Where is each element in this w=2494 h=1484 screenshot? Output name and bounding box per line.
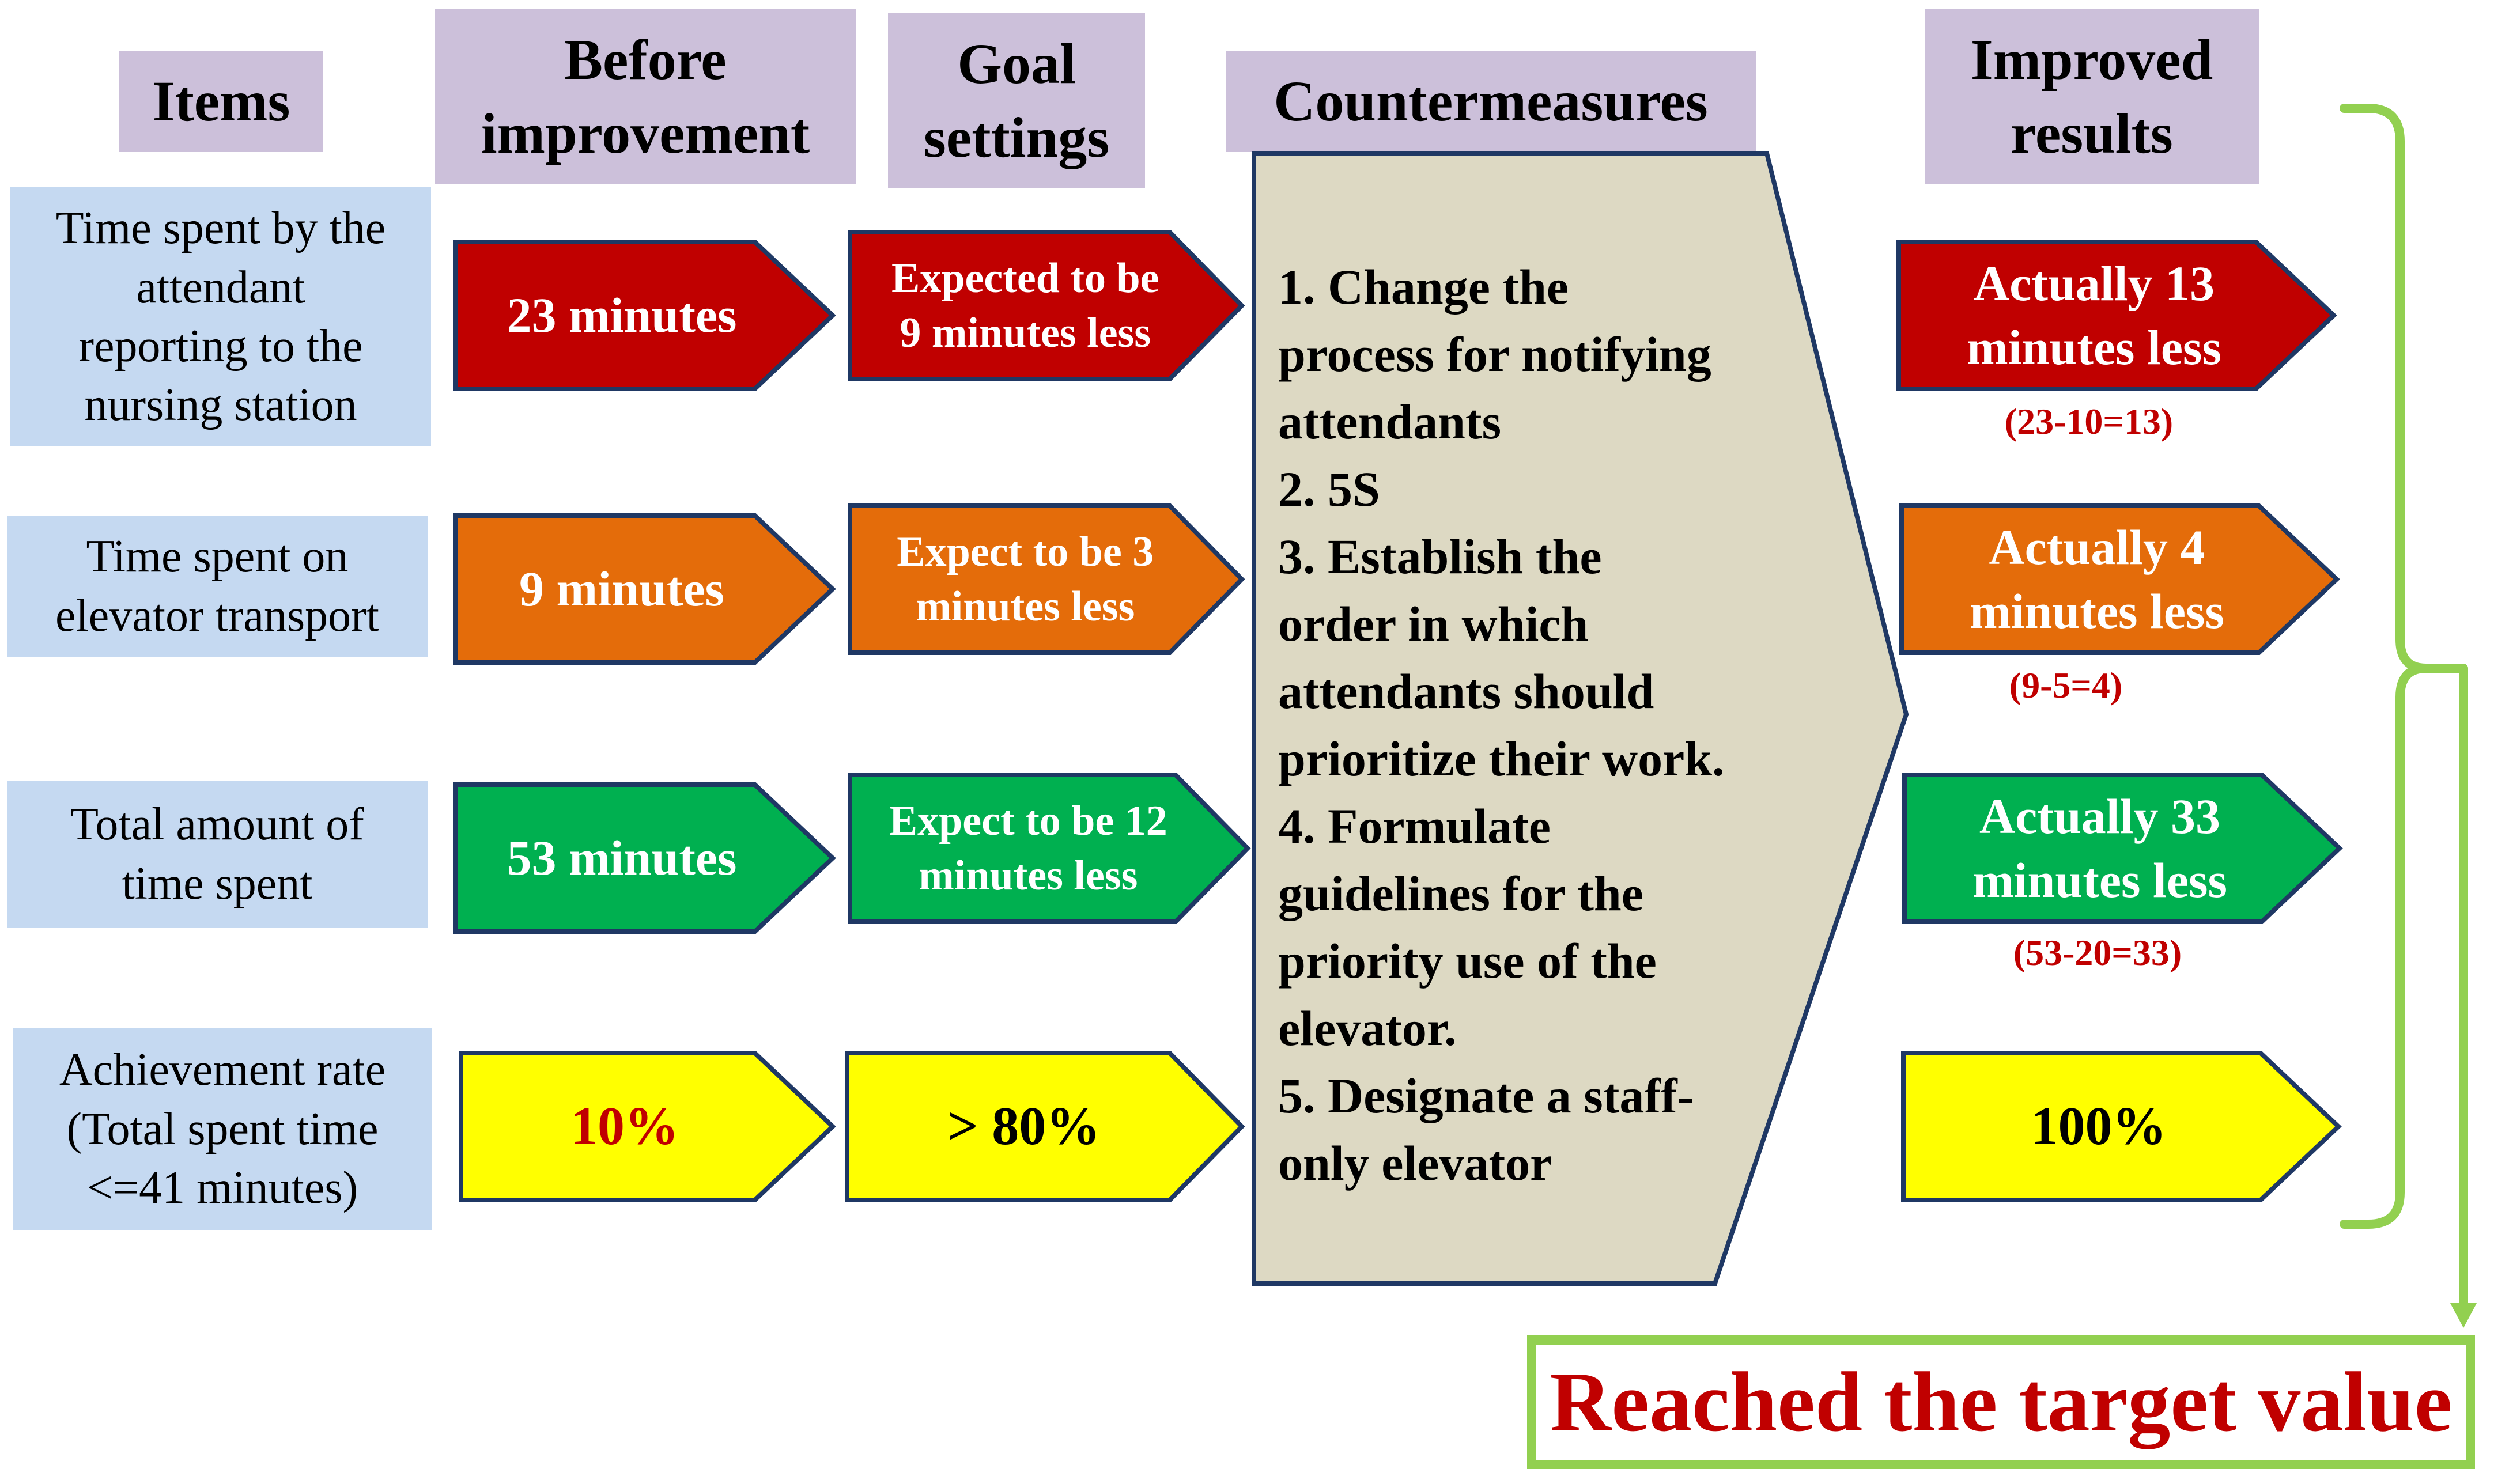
result-arrow-row-3: Actually 33 minutes less [1902, 772, 2343, 925]
arrow-polygon [848, 230, 1245, 381]
arrow-polygon [453, 240, 836, 391]
goal-value-row-4: > 80% [947, 1096, 1101, 1157]
arrow-shape [453, 513, 836, 665]
arrow-polygon [459, 1051, 836, 1202]
header-before-improvement: Before improvement [435, 9, 856, 184]
item-row-2: Time spent on elevator transport [7, 516, 428, 657]
header-countermeasures: Countermeasures [1226, 51, 1756, 152]
before-arrow-row-2: 9 minutes [452, 513, 836, 665]
before-value-row-4: 10% [570, 1096, 679, 1157]
result-value-row-4: 100% [2031, 1096, 2167, 1157]
arrow-shape [848, 773, 1251, 924]
arrow-polygon [453, 782, 836, 934]
result-value-row-2: Actually 4 minutes less [1970, 520, 2224, 639]
item-row-1: Time spent by the attendant reporting to… [10, 187, 431, 446]
arrow-shape [453, 782, 836, 934]
before-value-row-2: 9 minutes [519, 561, 724, 617]
result-value-row-1: Actually 13 minutes less [1967, 256, 2221, 375]
arrow-polygon [1896, 240, 2337, 391]
before-arrow-row-3: 53 minutes [452, 782, 836, 934]
arrow-shape [1902, 773, 2343, 924]
arrow-polygon [1899, 504, 2340, 655]
arrow-shape [848, 230, 1245, 381]
arrow-polygon [845, 1051, 1245, 1202]
arrow-polygon [453, 513, 836, 665]
goal-value-row-3: Expect to be 12 minutes less [889, 797, 1167, 899]
goal-arrow-row-1: Expected to be 9 minutes less [847, 229, 1245, 382]
item-row-3: Total amount of time spent [7, 781, 428, 928]
header-goal-settings: Goal settings [888, 13, 1145, 188]
conclusion-box: Reached the target value [1527, 1335, 2475, 1469]
goal-value-row-2: Expect to be 3 minutes less [897, 528, 1154, 630]
item-row-4: Achievement rate (Total spent time <=41 … [13, 1028, 432, 1230]
countermeasures-list: 1. Change the process for notifying atte… [1278, 259, 1725, 1191]
arrow-shape [1899, 504, 2340, 655]
goal-arrow-row-4: > 80% [844, 1050, 1245, 1203]
arrow-polygon [1902, 773, 2343, 924]
arrow-polygon [848, 773, 1251, 924]
arrow-shape [1901, 1051, 2342, 1202]
before-value-row-3: 53 minutes [507, 830, 737, 886]
result-arrow-row-1: Actually 13 minutes less [1896, 239, 2337, 392]
result-value-row-3: Actually 33 minutes less [1972, 789, 2227, 908]
before-arrow-row-4: 10% [458, 1050, 836, 1203]
result-arrow-row-4: 100% [1900, 1050, 2342, 1203]
formula-row-2: (9-5=4) [2009, 665, 2123, 706]
goal-arrow-row-3: Expect to be 12 minutes less [847, 772, 1251, 925]
before-value-row-1: 23 minutes [507, 287, 737, 343]
before-arrow-row-1: 23 minutes [452, 239, 836, 392]
arrow-shape [453, 240, 836, 391]
goal-arrow-row-2: Expect to be 3 minutes less [847, 503, 1245, 656]
goal-value-row-1: Expected to be 9 minutes less [891, 254, 1159, 357]
formula-row-3: (53-20=33) [2013, 932, 2182, 973]
conclusion-text: Reached the target value [1550, 1355, 2453, 1449]
arrow-shape [848, 504, 1245, 655]
arrow-shape [845, 1051, 1245, 1202]
arrow-shape [1896, 240, 2337, 391]
arrow-polygon [848, 504, 1245, 655]
arrow-polygon [1901, 1051, 2342, 1202]
result-arrow-row-2: Actually 4 minutes less [1899, 503, 2340, 656]
countermeasures-chevron [1252, 151, 1909, 1286]
header-improved-results: Improved results [1925, 9, 2259, 184]
formula-row-1: (23-10=13) [2004, 401, 2174, 442]
header-items: Items [119, 51, 323, 152]
arrow-shape [459, 1051, 836, 1202]
